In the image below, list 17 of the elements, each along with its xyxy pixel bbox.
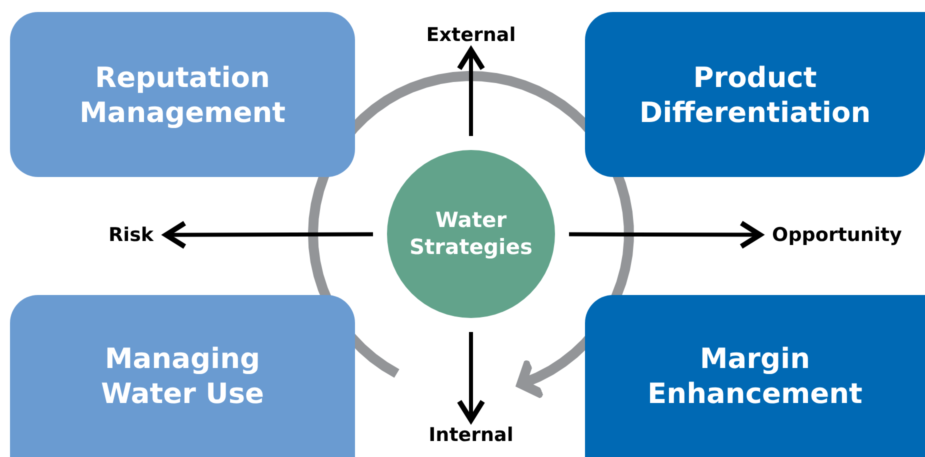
axis-label: Internal [428, 424, 514, 446]
box-title: Product Differentiation [638, 60, 872, 130]
box-title: Margin Enhancement [646, 341, 864, 411]
axis-arrow [456, 332, 486, 423]
axis-arrow [569, 220, 763, 249]
axis-label: Risk [108, 224, 154, 246]
axis-arrow [163, 220, 373, 250]
strategy-box [10, 12, 355, 177]
axis-arrow [456, 47, 486, 136]
axis-label: Opportunity [772, 224, 902, 246]
strategy-box [10, 295, 355, 457]
box-title: Managing Water Use [100, 341, 266, 411]
strategy-box [585, 12, 925, 177]
box-title: Reputation Management [78, 60, 287, 130]
axis-label: External [426, 24, 516, 46]
box-title: Water Strategies [408, 206, 534, 261]
strategy-box [585, 295, 925, 457]
